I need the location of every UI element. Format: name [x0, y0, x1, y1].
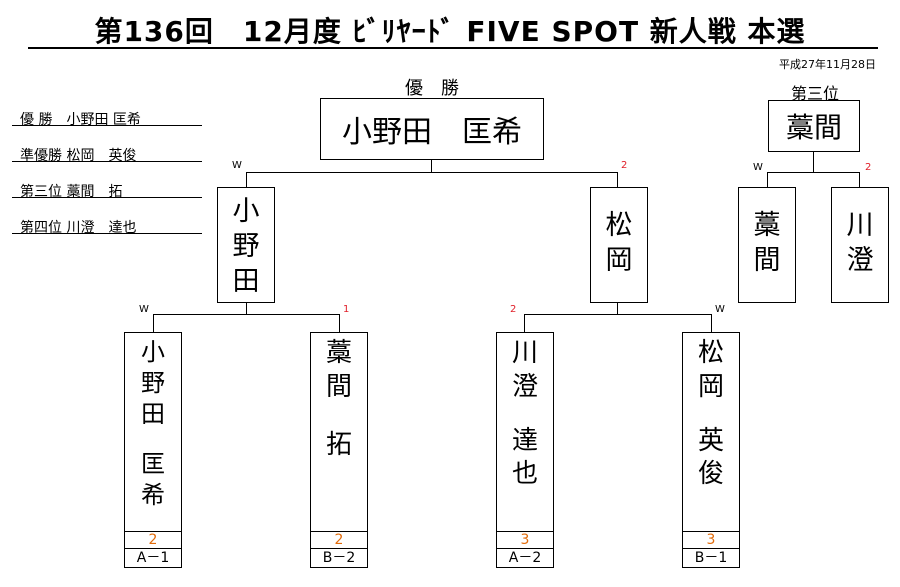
champion-name: 小野田 匡希	[342, 115, 522, 150]
third-drop-right	[859, 172, 860, 187]
player-box-1: 小 野 田 匡 希 2 A－1	[124, 332, 182, 568]
result-fourth: 第四位 川澄 達也	[12, 210, 202, 246]
player-box-2: 藁 間 拓 2 B－2	[310, 332, 368, 568]
semi-left-drop-a	[153, 314, 154, 332]
semi-left-rail	[153, 314, 340, 315]
player-2-group: B－2	[310, 548, 368, 568]
title-underline	[28, 47, 878, 49]
finalist-right-name: 松 岡	[605, 210, 633, 277]
final-rail	[246, 172, 618, 173]
player-3-group: A－2	[496, 548, 554, 568]
player-2-score: 2	[310, 531, 368, 549]
third-left-mark: W	[753, 162, 763, 173]
third-drop-left	[767, 172, 768, 187]
player-4-name: 松 岡 英 俊	[697, 338, 724, 490]
champion-stem	[431, 160, 432, 173]
result-third: 第三位 藁間 拓	[12, 174, 202, 210]
player-3-score: 3	[496, 531, 554, 549]
player-box-3: 川 澄 達 也 3 A－2	[496, 332, 554, 568]
champion-label: 優 勝	[405, 78, 459, 99]
finalist-box-left: 小 野 田	[217, 187, 275, 303]
result-champion: 優 勝 小野田 匡希	[12, 102, 202, 138]
third-rail	[767, 172, 860, 173]
third-place-label: 第三位	[790, 84, 839, 103]
player-2-name: 藁 間 拓	[325, 338, 352, 460]
results-list: 優 勝 小野田 匡希 準優勝 松岡 英俊 第三位 藁間 拓 第四位 川澄 達也	[12, 102, 202, 246]
event-date: 平成27年11月28日	[779, 58, 876, 71]
third-right-mark: 2	[865, 162, 872, 173]
semi-left-drop-b	[339, 314, 340, 332]
semi-right-drop-a	[524, 314, 525, 332]
third-player-right-name: 川 澄	[846, 210, 874, 277]
third-place-winner-box: 藁間	[768, 100, 860, 152]
player-1-score: 2	[124, 531, 182, 549]
semi-2-mark: 1	[343, 304, 350, 315]
champion-box: 小野田 匡希	[320, 98, 544, 160]
final-left-drop	[246, 172, 247, 187]
semi-left-stem	[246, 303, 247, 315]
semi-1-mark: W	[139, 304, 149, 315]
semi-right-stem	[617, 303, 618, 315]
finalist-left-name: 小 野 田	[232, 196, 260, 298]
player-4-score: 3	[682, 531, 740, 549]
finalist-box-right: 松 岡	[590, 187, 648, 303]
third-player-box-left: 藁 間	[738, 187, 796, 303]
final-left-mark: W	[232, 160, 242, 171]
third-stem	[813, 152, 814, 173]
player-1-name: 小 野 田 匡 希	[141, 338, 165, 509]
page-title: 第136回 12月度 ﾋﾞﾘﾔｰﾄﾞ FIVE SPOT 新人戦 本選	[94, 15, 806, 48]
final-right-mark: 2	[621, 160, 628, 171]
final-right-drop	[617, 172, 618, 187]
player-box-4: 松 岡 英 俊 3 B－1	[682, 332, 740, 568]
result-runner-up: 準優勝 松岡 英俊	[12, 138, 202, 174]
third-player-left-name: 藁 間	[753, 210, 781, 277]
player-3-name: 川 澄 達 也	[511, 338, 538, 490]
semi-4-mark: W	[715, 304, 725, 315]
semi-right-rail	[524, 314, 712, 315]
player-1-group: A－1	[124, 548, 182, 568]
player-4-group: B－1	[682, 548, 740, 568]
third-place-winner-name: 藁間	[785, 111, 842, 144]
semi-3-mark: 2	[510, 304, 517, 315]
semi-right-drop-b	[711, 314, 712, 332]
third-player-box-right: 川 澄	[831, 187, 889, 303]
